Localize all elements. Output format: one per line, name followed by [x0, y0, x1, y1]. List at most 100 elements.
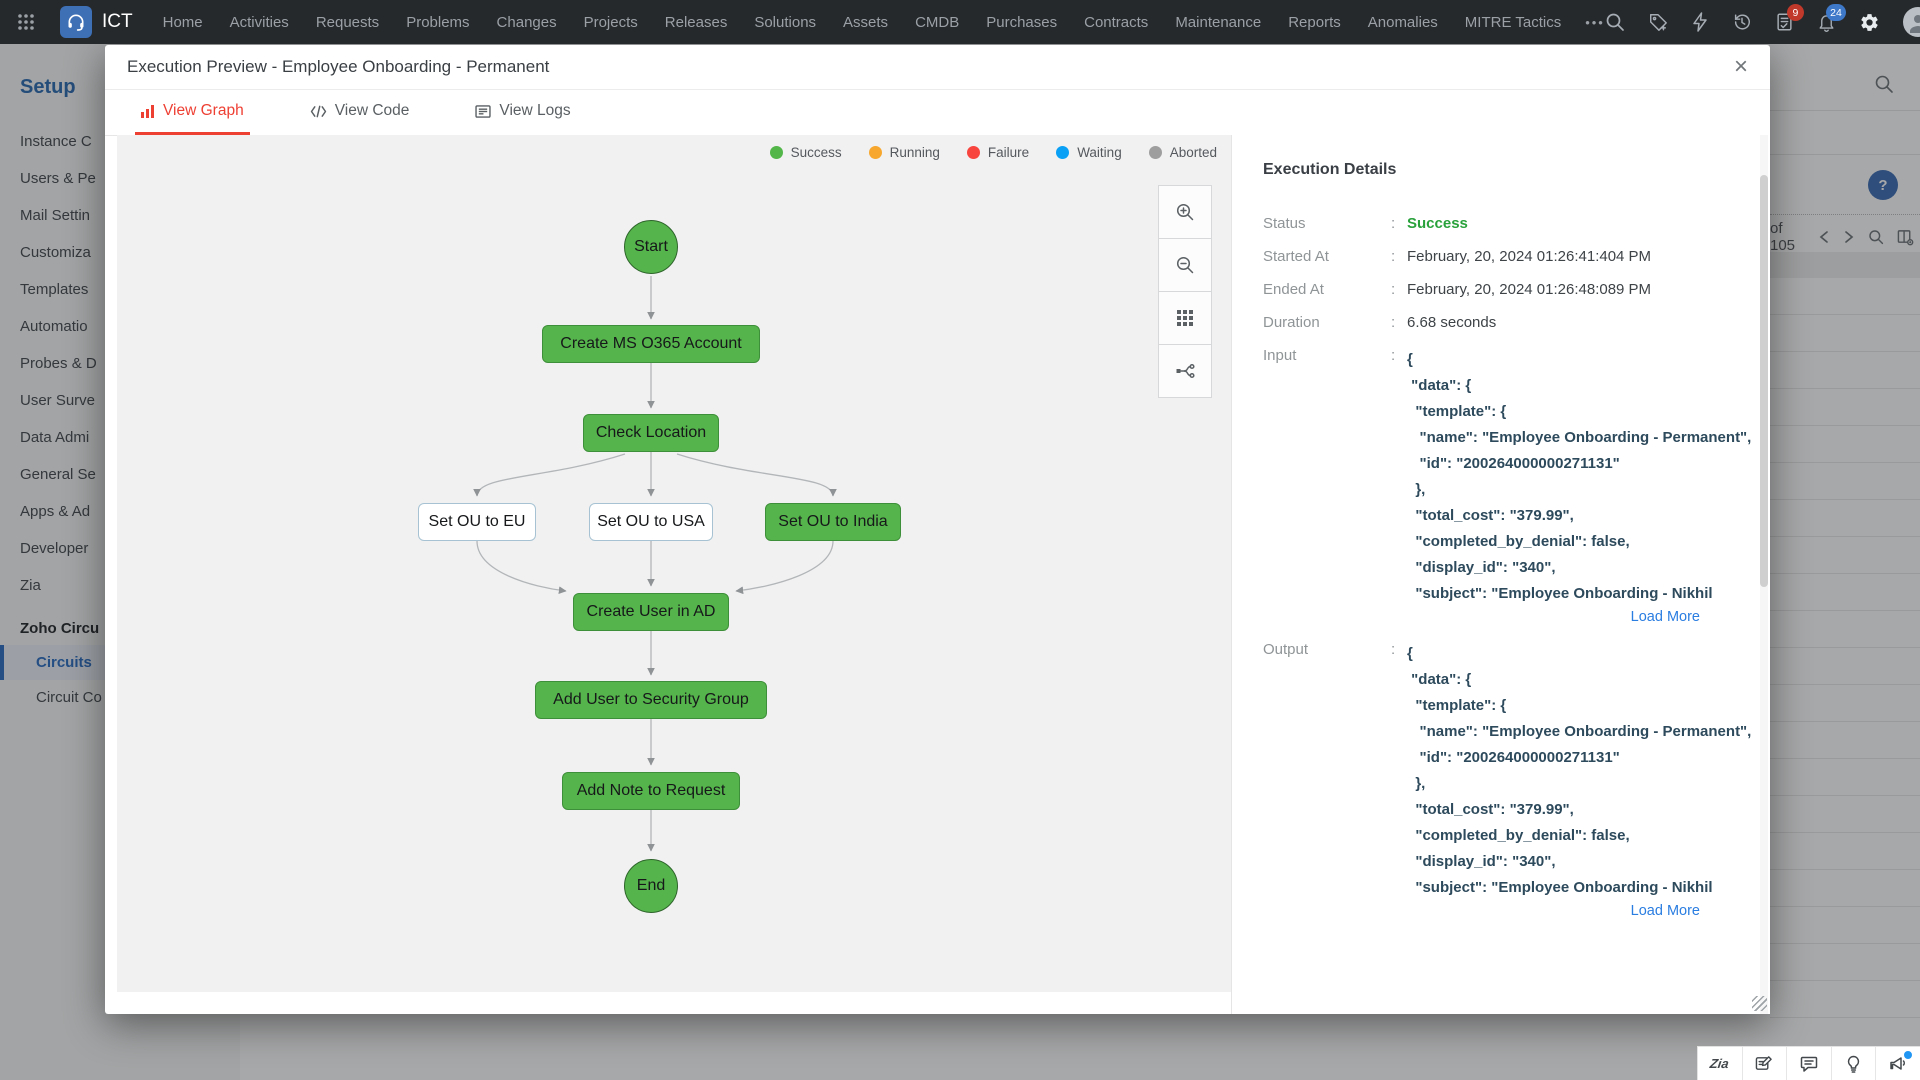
announcements-megaphone-icon[interactable] [1875, 1047, 1920, 1080]
nav-item[interactable]: Releases [664, 13, 728, 31]
nav-item[interactable]: Reports [1288, 13, 1341, 31]
sidebar-item[interactable]: Zia [20, 577, 41, 594]
sidebar-section-zoho-circuits[interactable]: Zoho Circu [20, 620, 100, 637]
compose-note-icon[interactable] [1741, 1047, 1787, 1080]
tab-label: View Graph [163, 102, 244, 119]
app-launcher-icon[interactable] [16, 12, 36, 32]
tab-view-logs[interactable]: View Logs [469, 90, 576, 135]
tab-view-graph[interactable]: View Graph [135, 90, 250, 135]
json-line: "display_id": "340", [1407, 559, 1556, 576]
ended-at-value: February, 20, 2024 01:26:48:089 PM [1407, 281, 1652, 298]
graph-node-start[interactable]: Start [624, 220, 678, 274]
nav-item[interactable]: Anomalies [1367, 13, 1438, 31]
sidebar-item[interactable]: Instance C [20, 133, 92, 150]
suggestions-bulb-icon[interactable] [1830, 1047, 1876, 1080]
nav-item[interactable]: Contracts [1084, 13, 1149, 31]
colon: : [1391, 248, 1396, 265]
zia-icon[interactable]: Zia [1698, 1047, 1742, 1080]
search-icon[interactable] [1868, 229, 1884, 245]
legend-item: Success [769, 145, 842, 160]
bottom-toolbar: Zia [1697, 1046, 1920, 1080]
legend-item: Running [868, 145, 940, 160]
chevron-right-icon[interactable] [1843, 230, 1855, 244]
graph-node-end[interactable]: End [624, 859, 678, 913]
sidebar-item[interactable]: Developer [20, 540, 89, 557]
output-load-more-link[interactable]: Load More [1630, 903, 1700, 919]
search-icon[interactable] [1874, 74, 1894, 99]
avatar[interactable] [1902, 7, 1920, 37]
nav-item[interactable]: Requests [315, 13, 380, 31]
sidebar-item[interactable]: Automatio [20, 318, 88, 335]
sidebar-item[interactable]: User Surve [20, 392, 96, 409]
sidebar-item[interactable]: Data Admi [20, 429, 90, 446]
sidebar-item[interactable]: Templates [20, 281, 89, 298]
search-icon[interactable] [1605, 12, 1625, 32]
zoom-in-icon[interactable] [1159, 186, 1211, 238]
resize-handle[interactable] [1752, 996, 1767, 1011]
duration-value: 6.68 seconds [1407, 314, 1497, 331]
json-line: "total_cost": "379.99", [1407, 507, 1574, 524]
zoom-out-icon[interactable] [1159, 238, 1211, 291]
sidebar-item[interactable]: Mail Settin [20, 207, 91, 224]
graph-node-set-ou-eu[interactable]: Set OU to EU [418, 503, 536, 541]
nav-item[interactable]: Changes [496, 13, 557, 31]
json-line: "template": { [1407, 403, 1507, 420]
approvals-badge: 9 [1786, 4, 1804, 21]
scrollbar-thumb[interactable] [1760, 175, 1768, 587]
sidebar-item[interactable]: Apps & Ad [20, 503, 91, 520]
tab-view-code[interactable]: View Code [304, 90, 416, 135]
notifications-bell-icon[interactable]: 24 [1817, 4, 1846, 32]
nav-item[interactable]: Home [162, 13, 203, 31]
tab-label: View Logs [499, 102, 571, 119]
approvals-icon[interactable]: 9 [1775, 4, 1804, 32]
column-settings-icon[interactable] [1897, 229, 1914, 246]
help-button[interactable]: ? [1868, 170, 1898, 200]
quick-add-icon[interactable] [1648, 12, 1668, 32]
nav-item[interactable]: Problems [406, 13, 470, 31]
chat-icon[interactable] [1786, 1047, 1831, 1080]
nav-item[interactable]: Assets [843, 13, 889, 31]
field-label: Started At [1263, 248, 1329, 265]
nav-item[interactable]: Purchases [986, 13, 1058, 31]
graph-node-add-security-group[interactable]: Add User to Security Group [535, 681, 767, 719]
sidebar-item[interactable]: General Se [20, 466, 96, 483]
sidebar-item[interactable]: Customiza [20, 244, 91, 261]
graph-node-set-ou-usa[interactable]: Set OU to USA [589, 503, 713, 541]
scrollbar-track[interactable] [1760, 135, 1768, 1014]
json-line: "template": { [1407, 697, 1507, 714]
modal-header: Execution Preview - Employee Onboarding … [105, 45, 1770, 90]
sidebar-item[interactable]: Users & Pe [20, 170, 96, 187]
nav-item[interactable]: Activities [229, 13, 289, 31]
legend-dot [868, 146, 882, 159]
legend-label: Running [889, 145, 940, 160]
nav-item[interactable]: Solutions [754, 13, 817, 31]
settings-gear-icon[interactable] [1859, 12, 1880, 33]
field-label: Status [1263, 215, 1306, 232]
close-icon[interactable]: × [1733, 53, 1748, 80]
graph-node-add-note[interactable]: Add Note to Request [562, 772, 740, 810]
nav-item[interactable]: MITRE Tactics [1464, 13, 1562, 31]
sidebar-item[interactable]: Probes & D [20, 355, 97, 372]
graph-canvas[interactable]: Success Running Failure Waiting [117, 135, 1231, 992]
lightning-icon[interactable] [1691, 12, 1709, 32]
input-load-more-link[interactable]: Load More [1630, 609, 1700, 625]
brand-logo-headset-icon[interactable] [60, 6, 92, 38]
nav-more-icon[interactable]: ••• [1585, 14, 1605, 30]
legend-item: Waiting [1056, 145, 1122, 160]
history-icon[interactable] [1732, 12, 1752, 32]
chevron-left-icon[interactable] [1818, 230, 1830, 244]
graph-node-check-location[interactable]: Check Location [583, 414, 719, 452]
sidebar-item-circuit-config[interactable]: Circuit Co [36, 689, 102, 706]
graph-node-set-ou-india[interactable]: Set OU to India [765, 503, 901, 541]
legend-dot [1148, 146, 1162, 159]
graph-node-create-user-ad[interactable]: Create User in AD [573, 593, 729, 631]
grid-view-icon[interactable] [1159, 291, 1211, 344]
colon: : [1391, 215, 1396, 232]
brand-name[interactable]: ICT [102, 11, 133, 32]
nav-right: 9 24 [1605, 4, 1920, 37]
nav-item[interactable]: CMDB [915, 13, 960, 31]
nav-item[interactable]: Projects [583, 13, 638, 31]
auto-layout-icon[interactable] [1159, 344, 1211, 397]
graph-node-create-o365[interactable]: Create MS O365 Account [542, 325, 760, 363]
nav-item[interactable]: Maintenance [1175, 13, 1262, 31]
